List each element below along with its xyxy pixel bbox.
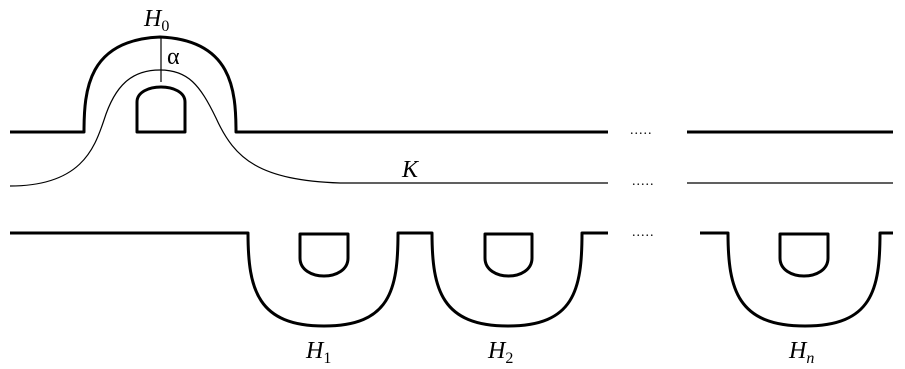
label-hn: Hn (788, 338, 814, 367)
label-alpha: α (167, 44, 180, 70)
label-h1: H1 (305, 338, 331, 367)
ellipsis-middle: ..... (632, 174, 655, 189)
bottom-boundary-with-handles (10, 231, 608, 328)
top-boundary-with-handle-h0 (10, 35, 608, 134)
handle-h0-inner-hole (135, 85, 187, 134)
label-h0: H0 (143, 6, 169, 35)
handle-hn-inner-hole (778, 232, 830, 278)
ellipsis-top: ..... (630, 123, 653, 138)
bottom-boundary-handle-hn (700, 231, 893, 328)
handle-h2-inner-hole (483, 232, 534, 278)
knot-k-curve (9, 69, 608, 187)
ellipsis-bottom: ..... (632, 225, 655, 240)
label-k: K (401, 157, 420, 183)
handle-h1-inner-hole (298, 232, 350, 278)
label-h2: H2 (487, 338, 513, 367)
